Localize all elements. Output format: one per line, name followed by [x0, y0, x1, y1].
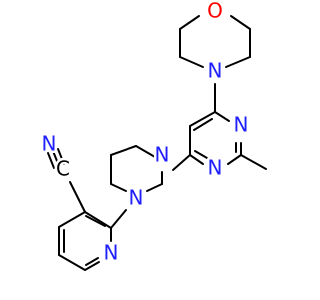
piperazine-bond-1: [135, 145, 156, 158]
nitrile-triple-bond-c: [47, 152, 55, 169]
morpholine-bond-3: [179, 56, 204, 68]
atom-label-nitrile-nitrogen: N: [42, 132, 57, 156]
pyrimidine-double-bond-1: [193, 118, 213, 131]
piperazine-bond-5: [146, 183, 163, 192]
chemical-structure: O N N N N N N C N: [41, 0, 267, 271]
atom-label-pyridine-nitrogen: N: [104, 241, 119, 265]
morpholine-bond-1: [179, 15, 200, 30]
pyrimidine-piperazine-bond: [172, 154, 191, 171]
pyrimidine-bond-c6-n1: [189, 154, 204, 165]
nitrile-triple-bond-a: [52, 150, 60, 167]
atom-label-morpholine-oxygen: O: [207, 0, 223, 23]
atom-label-piperazine-nitrogen-4: N: [155, 143, 170, 167]
atom-label-nitrile-carbon: C: [56, 157, 70, 181]
pyridine-bond-5: [84, 261, 100, 271]
methyl-bond: [240, 154, 267, 170]
pyridine-bond-2: [58, 211, 86, 228]
pyrimidine-bond-n1-c2: [227, 154, 242, 165]
nitrile-carbon-bond: [69, 181, 86, 213]
atom-label-pyrimidine-nitrogen-3: N: [234, 113, 249, 137]
pyrimidine-bond-n3-c4: [214, 111, 230, 122]
nitrile-triple-bond-b: [57, 148, 65, 165]
morpholine-bond-4: [225, 56, 251, 68]
pyrimidine-bond-c4-c5: [189, 111, 216, 127]
atom-label-morpholine-nitrogen: N: [208, 59, 223, 83]
atom-label-piperazine-nitrogen-1: N: [129, 186, 144, 210]
pyrimidine-double-bond-2: [194, 150, 208, 159]
pyridine-bond-4: [58, 254, 86, 271]
pyridine-bond-1: [84, 211, 112, 229]
morpholine-bond-6: [230, 15, 251, 30]
pyridine-double-bond-1: [85, 215, 106, 227]
atom-label-pyrimidine-nitrogen-1: N: [208, 156, 223, 180]
piperazine-pyridine-bond: [110, 209, 127, 229]
pyridine-double-bond-3: [85, 257, 99, 266]
molecule-canvas: O N N N N N N C N: [41, 0, 267, 271]
piperazine-bond-2: [110, 145, 137, 156]
piperazine-bond-4: [110, 183, 127, 192]
